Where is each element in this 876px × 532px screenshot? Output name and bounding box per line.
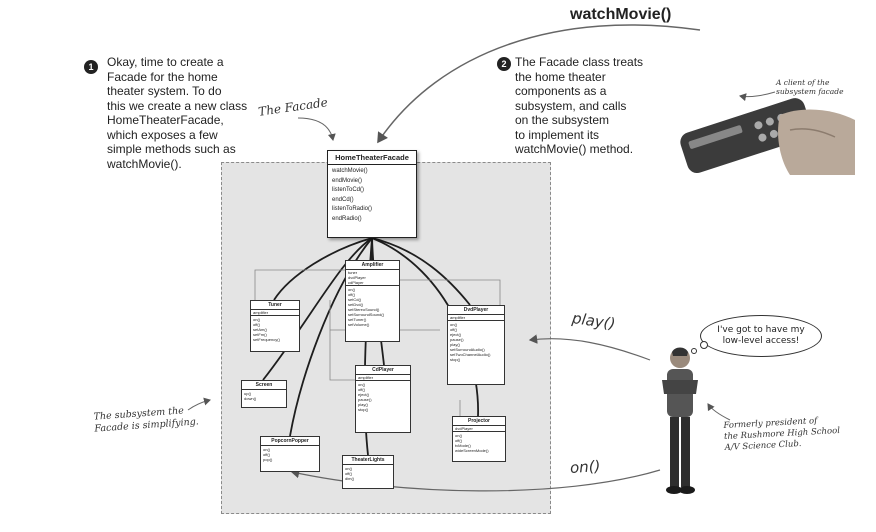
subsystem-pointer [187, 397, 211, 411]
on-arrow [290, 468, 661, 492]
facade-method: watchMovie() [332, 168, 368, 174]
speech-bubble: I've got to have my low-level access! [700, 315, 822, 357]
step-2-badge: 2 [497, 57, 511, 71]
step-1-text: Okay, time to create a Facade for the ho… [107, 55, 248, 171]
facade-methods: watchMovie() endMovie() listenToCd() end… [328, 165, 416, 226]
tuner-class: Tuner amplifier on() off() setAm() setFm… [250, 300, 300, 352]
facade-method: listenToCd() [332, 187, 365, 193]
cd-player-class: CdPlayer amplifier on() off() eject() pa… [355, 365, 411, 433]
watch-movie-call: watchMovie() [570, 6, 672, 23]
dvd-player-class: DvdPlayer amplifier on() off() eject() p… [447, 305, 505, 385]
facade-method: endRadio() [332, 215, 362, 222]
projector-class: Projector dvdPlayer on() off() tvMode() … [452, 416, 506, 462]
remote-control-illustration [670, 75, 855, 175]
screen-class: Screen up() down() [241, 380, 287, 408]
play-arrow [528, 334, 651, 361]
watch-movie-arrow [377, 24, 701, 144]
standing-man-illustration [662, 347, 698, 494]
amplifier-class: Amplifier tuner dvdPlayer cdPlayer on() … [345, 260, 400, 342]
step-1-badge: 1 [84, 60, 98, 74]
president-pointer [707, 403, 731, 421]
facade-class-name: HomeTheaterFacade [328, 151, 416, 165]
popcorn-popper-class: PopcornPopper on() off() pop() [260, 436, 320, 472]
facade-method: endCd() [332, 196, 354, 203]
home-theater-facade-class: HomeTheaterFacade watchMovie() endMovie(… [327, 150, 417, 238]
client-pointer [739, 91, 776, 102]
the-facade-pointer [297, 117, 336, 141]
theater-lights-class: TheaterLights on() off() dim() [342, 455, 394, 489]
facade-method: endMovie() [332, 177, 363, 184]
client-note: A client of the subsystem facade [776, 78, 844, 96]
facade-method: listenToRadio() [332, 206, 373, 212]
step-2-text: The Facade class treats the home theater… [515, 55, 644, 156]
